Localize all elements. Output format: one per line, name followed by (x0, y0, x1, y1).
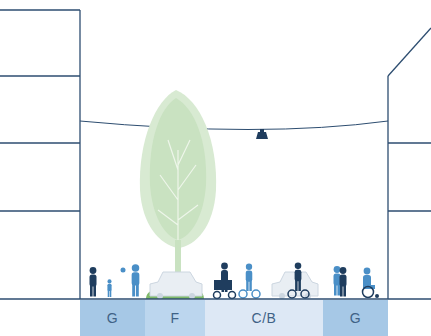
cyclist (288, 263, 309, 298)
cargo-cyclist (214, 263, 236, 299)
zone-band: G (80, 300, 145, 336)
street-lamp (256, 129, 268, 139)
zone-label: F (170, 310, 179, 326)
lamp-wire (80, 121, 388, 130)
zone-label: G (350, 310, 361, 326)
wheelchair-user (363, 268, 380, 298)
tree (140, 90, 216, 295)
right-building (388, 28, 431, 299)
zone-label: C/B (252, 310, 277, 326)
zone-label: G (107, 310, 118, 326)
cyclist (239, 264, 260, 298)
zone-band: G (323, 300, 388, 336)
zone-band: C/B (205, 300, 323, 336)
left-building (0, 10, 80, 299)
zone-band: F (145, 300, 205, 336)
parked-car (150, 272, 202, 296)
